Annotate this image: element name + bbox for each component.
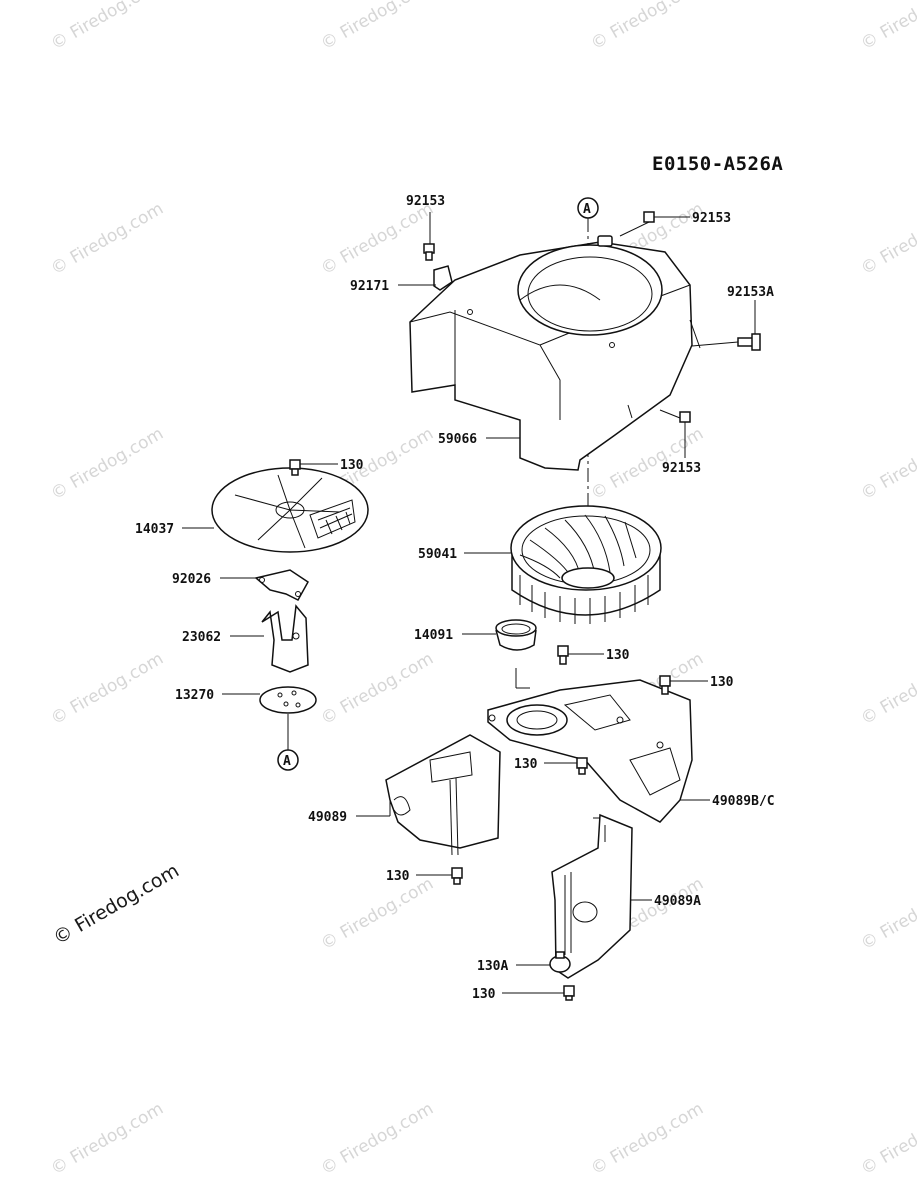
- bracket-23062[interactable]: [261, 604, 309, 673]
- collar-92171[interactable]: [433, 265, 453, 291]
- watermark: © Firedog.com: [48, 199, 167, 280]
- cooling-fan-59041[interactable]: [510, 505, 662, 624]
- blower-housing-59066[interactable]: [409, 235, 701, 471]
- collar-14091[interactable]: [495, 619, 537, 651]
- bolt-130-plate[interactable]: [576, 757, 588, 775]
- callout-letter: A: [283, 754, 291, 769]
- label-13270: 13270: [175, 688, 214, 703]
- watermark: © Firedog.com: [858, 0, 917, 54]
- watermark: © Firedog.com: [318, 199, 437, 280]
- plate-92026[interactable]: [254, 569, 309, 601]
- label-130A: 130A: [477, 959, 508, 974]
- watermark: © Firedog.com: [48, 0, 167, 54]
- label-92171: 92171: [350, 279, 389, 294]
- label-49089A: 49089A: [654, 894, 701, 909]
- baffle-49089BC[interactable]: [487, 679, 693, 823]
- label-59041: 59041: [418, 547, 457, 562]
- label-130: 130: [514, 757, 538, 772]
- label-130: 130: [606, 648, 630, 663]
- watermark: © Firedog.com: [48, 424, 167, 505]
- bolt-130-bottom[interactable]: [563, 985, 575, 1001]
- baffle-49089[interactable]: [385, 734, 501, 856]
- label-49089BC: 49089B/C: [712, 794, 775, 809]
- label-130: 130: [472, 987, 496, 1002]
- screen-14037[interactable]: [211, 467, 369, 553]
- callout-A-top: A: [577, 197, 599, 219]
- watermark: © Firedog.com: [48, 649, 167, 730]
- bolt-92153A[interactable]: [737, 333, 761, 351]
- watermark-prominent: © Firedog.com: [50, 860, 183, 950]
- watermark-layer: © Firedog.com © Firedog.com © Firedog.co…: [48, 0, 917, 1179]
- diagram-code: E0150-A526A: [652, 153, 783, 175]
- bolt-130-left[interactable]: [451, 867, 463, 885]
- watermark: © Firedog.com: [858, 1099, 917, 1180]
- leader-lines: [182, 212, 756, 994]
- watermark: © Firedog.com: [48, 1099, 167, 1180]
- bolt-130-right[interactable]: [659, 675, 671, 695]
- watermark: © Firedog.com: [588, 1099, 707, 1180]
- bolt-92153-top-left[interactable]: [423, 243, 435, 261]
- watermark: © Firedog.com: [318, 874, 437, 955]
- label-49089: 49089: [308, 810, 347, 825]
- label-92153: 92153: [406, 194, 445, 209]
- label-92026: 92026: [172, 572, 211, 587]
- watermark: © Firedog.com: [318, 1099, 437, 1180]
- callout-A-bottom: A: [277, 714, 299, 771]
- plate-13270[interactable]: [259, 686, 317, 714]
- bolt-130-screen[interactable]: [289, 459, 301, 476]
- label-92153: 92153: [692, 211, 731, 226]
- bolt-130A[interactable]: [549, 951, 571, 973]
- watermark: © Firedog.com: [318, 0, 437, 54]
- label-130: 130: [340, 458, 364, 473]
- part-labels: 92153 92171 92153 92153A 59066 92153 130…: [135, 194, 775, 1002]
- label-92153A: 92153A: [727, 285, 774, 300]
- bolt-92153-bottom[interactable]: [659, 409, 691, 423]
- watermark: © Firedog.com: [318, 649, 437, 730]
- callout-letter: A: [583, 202, 591, 217]
- label-14091: 14091: [414, 628, 453, 643]
- label-14037: 14037: [135, 522, 174, 537]
- bolt-130-mid[interactable]: [557, 645, 569, 665]
- watermark: © Firedog.com: [858, 199, 917, 280]
- watermark: © Firedog.com: [858, 424, 917, 505]
- label-59066: 59066: [438, 432, 477, 447]
- label-92153: 92153: [662, 461, 701, 476]
- baffle-49089A[interactable]: [551, 813, 633, 979]
- label-23062: 23062: [182, 630, 221, 645]
- label-130: 130: [710, 675, 734, 690]
- watermark: © Firedog.com: [588, 0, 707, 54]
- watermark: © Firedog.com: [858, 874, 917, 955]
- label-130: 130: [386, 869, 410, 884]
- watermark: © Firedog.com: [858, 649, 917, 730]
